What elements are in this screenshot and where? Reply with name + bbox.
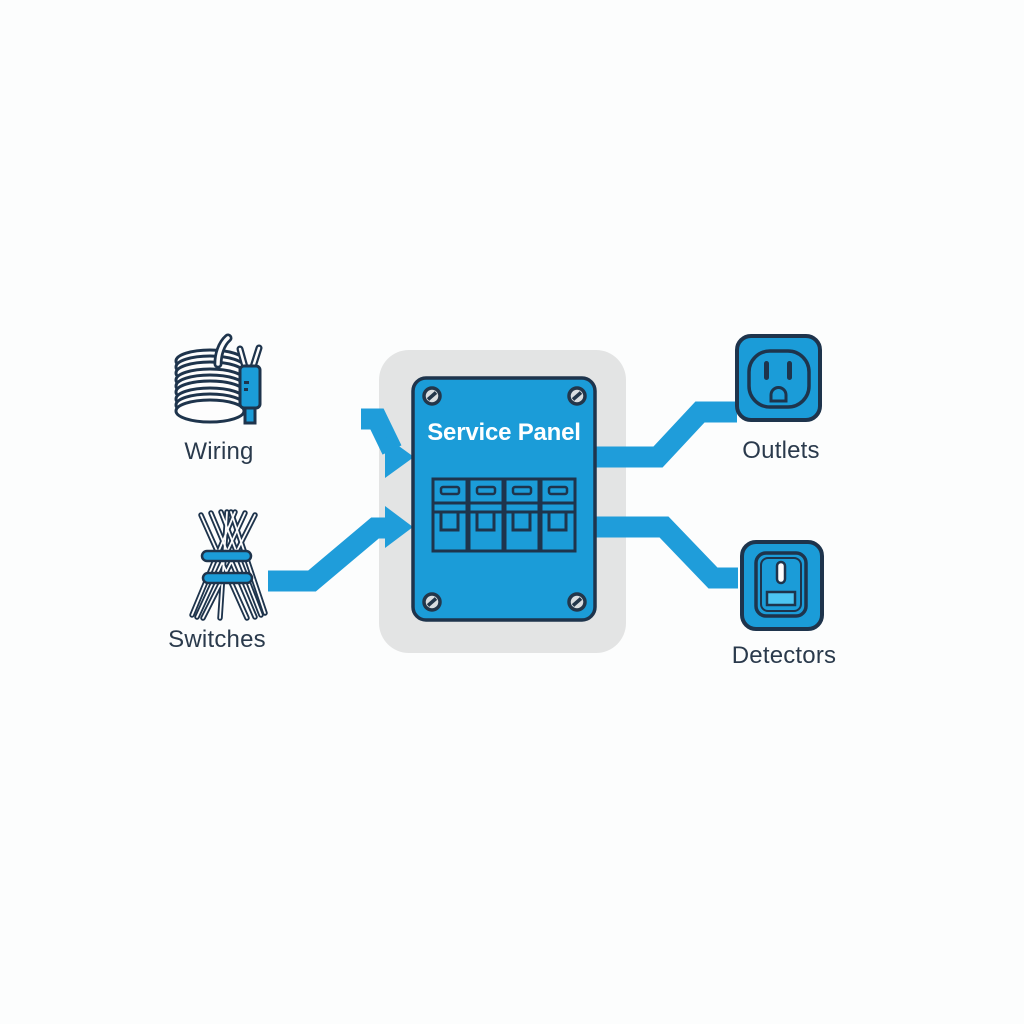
screw-icon bbox=[422, 386, 587, 612]
outlet-icon bbox=[735, 334, 822, 422]
service-panel-title: Service Panel bbox=[427, 419, 581, 446]
switches-label: Switches bbox=[168, 626, 266, 653]
outlets-label: Outlets bbox=[742, 437, 820, 464]
wire-bundle-icon bbox=[189, 509, 268, 621]
rocker-switch-icon bbox=[740, 540, 824, 631]
arrow-wiring-to-panel bbox=[361, 408, 414, 478]
line-panel-to-detectors bbox=[594, 516, 738, 589]
detectors-label: Detectors bbox=[731, 642, 837, 669]
circuit-breakers-icon bbox=[431, 477, 577, 553]
wire-coil-icon bbox=[174, 333, 263, 425]
service-panel-box bbox=[411, 376, 597, 622]
line-panel-to-outlets bbox=[594, 401, 737, 468]
wiring-label: Wiring bbox=[184, 438, 254, 465]
arrow-switches-to-panel bbox=[268, 506, 413, 592]
wire-connector-icon bbox=[236, 344, 263, 425]
